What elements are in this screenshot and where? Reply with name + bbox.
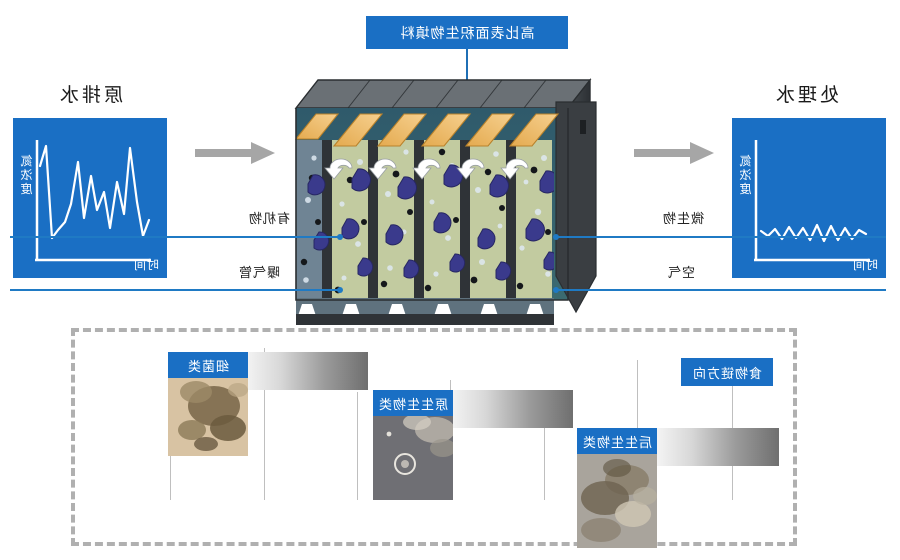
callout-air-line bbox=[553, 287, 886, 293]
food-chain-stage-tag-protozoa: 原生生物类 bbox=[373, 390, 453, 416]
food-chain-photo-bacteria bbox=[168, 370, 248, 456]
outlet-title: 处理水 bbox=[773, 85, 840, 106]
outflow-arrow-icon bbox=[634, 142, 714, 164]
food-chain-stage-tag-metazoa: 后生生物类 bbox=[577, 428, 657, 454]
food-chain-direction-tag: 食物链方向 bbox=[681, 358, 773, 386]
bioreactor-tank bbox=[284, 62, 614, 327]
callout-aeration-pipe-dot bbox=[337, 287, 343, 293]
inlet-title: 原排水 bbox=[57, 85, 124, 106]
inflow-arrow-icon bbox=[195, 142, 275, 164]
top-banner: 高比表面积生物填料 bbox=[366, 16, 568, 49]
food-chain-gradient-bar bbox=[246, 352, 368, 390]
callout-organics-label: 有机物 bbox=[247, 211, 290, 226]
callout-aeration-pipe-label: 曝气管 bbox=[237, 265, 280, 280]
bioreactor-tank-illustration bbox=[294, 77, 597, 325]
callout-organics-line bbox=[10, 234, 343, 240]
callout-air-label: 空气 bbox=[666, 265, 695, 280]
inlet-chart-x-label: 时间 bbox=[132, 258, 159, 272]
top-banner-label: 高比表面积生物填料 bbox=[399, 24, 535, 41]
circulation-arrows bbox=[324, 158, 529, 180]
callout-microorganisms-line bbox=[553, 234, 886, 240]
food-chain-photo-metazoa bbox=[577, 446, 657, 548]
food-chain-direction-label: 食物链方向 bbox=[692, 365, 763, 381]
callout-aeration-pipe-line bbox=[10, 287, 343, 293]
outlet-chart-y-label: 氮浓度 bbox=[738, 154, 752, 196]
inlet-chart-plot bbox=[35, 140, 151, 262]
outlet-chart: 氮浓度 时间 bbox=[732, 118, 886, 278]
callout-microorganisms-label: 微生物 bbox=[661, 211, 704, 226]
callout-organics-dot bbox=[337, 234, 343, 240]
food-chain-stage-label: 细菌类 bbox=[187, 358, 230, 374]
food-chain-photo-protozoa bbox=[373, 408, 453, 500]
callout-microorganisms-dot bbox=[553, 234, 559, 240]
inflow-arrow bbox=[195, 140, 275, 166]
food-chain-gradient-bar bbox=[657, 428, 779, 466]
outlet-chart-plot bbox=[754, 140, 870, 262]
food-chain-panel: 食物链方向 后生生物类 bbox=[71, 328, 797, 548]
outlet-chart-x-label: 时间 bbox=[851, 258, 878, 272]
food-chain-tick bbox=[357, 392, 358, 500]
food-chain-gradient-bar bbox=[451, 390, 573, 428]
inlet-chart: 氮浓度 时间 bbox=[13, 118, 167, 278]
inlet-chart-y-label: 氮浓度 bbox=[19, 154, 33, 196]
outflow-arrow bbox=[634, 140, 714, 166]
callout-air-dot bbox=[553, 287, 559, 293]
food-chain-stage-label: 后生生物类 bbox=[582, 434, 653, 450]
food-chain-stage-label: 原生生物类 bbox=[378, 396, 449, 412]
food-chain-stage-tag-bacteria: 细菌类 bbox=[168, 352, 248, 378]
aeration-diffusers bbox=[296, 298, 554, 325]
